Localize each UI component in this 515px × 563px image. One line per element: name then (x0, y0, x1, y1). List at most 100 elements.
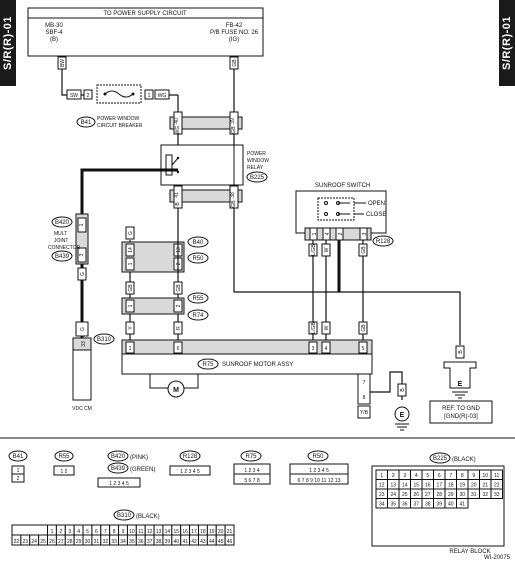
svg-text:2: 2 (176, 304, 182, 307)
svg-text:1: 1 (128, 262, 134, 265)
breaker-label-1: POWER WINDOW (97, 116, 139, 122)
svg-text:B439: B439 (111, 466, 126, 472)
b310-pin-label: 38 (156, 539, 162, 545)
b225-pin-label: 1 (380, 473, 383, 479)
b310-pin-label: 39 (165, 539, 171, 545)
svg-text:GB: GB (231, 200, 237, 208)
b310-pin-label: 45 (218, 539, 224, 545)
breaker-id: B41 (81, 120, 92, 126)
drawing-number: WI-20075 (484, 555, 511, 561)
b225-pin-label: 10 (482, 473, 488, 479)
svg-text:1 2 3 4 5: 1 2 3 4 5 (109, 481, 129, 487)
b225-pin-label: 23 (379, 492, 385, 498)
b310-pin-label: 13 (156, 529, 162, 535)
svg-text:L/GB: L/GB (311, 322, 317, 334)
switch-id: R128 (376, 239, 391, 245)
relay-id: B225 (250, 175, 265, 181)
svg-text:4: 4 (325, 232, 331, 235)
b225-pin-label: 21 (482, 483, 488, 489)
power-window-relay: POWER WINDOW RELAY B225 (160, 144, 269, 186)
b225-pin-label: 36 (402, 502, 408, 508)
b310-pin-label: 14 (165, 529, 171, 535)
b310-pin-label: 21 (227, 529, 233, 535)
b225-pin-label: 11 (494, 473, 499, 479)
b225-pin-label: 14 (402, 483, 408, 489)
svg-text:B420: B420 (111, 454, 126, 460)
svg-text:GB: GB (361, 246, 367, 254)
b310-pin-label: 23 (23, 539, 29, 545)
svg-text:33: 33 (81, 341, 87, 347)
b310-pin-label: 22 (14, 539, 20, 545)
svg-text:40: 40 (174, 118, 180, 124)
svg-text:1 2 3 4 5: 1 2 3 4 5 (180, 469, 200, 475)
svg-text:5 6 7 8: 5 6 7 8 (244, 478, 260, 484)
b225-pin-label: 37 (413, 502, 419, 508)
b225-pin-label: 34 (379, 502, 385, 508)
b225-pin-label: 3 (403, 473, 406, 479)
supply-right-2: P/B FUSE NO. 26 (210, 30, 259, 36)
b310-pin-label: 11 (138, 529, 143, 535)
svg-text:MULT: MULT (54, 231, 67, 237)
b225-pin-label: 5 (426, 473, 429, 479)
joint-connector: 1 3 B420 MULT JOINT CONNECTOR B439 G (48, 168, 178, 345)
b310-pin-label: 9 (122, 529, 125, 535)
svg-text:JOINT: JOINT (54, 238, 68, 244)
connector-b40-r50: G 14 13 1 2 B40 R50 (121, 226, 209, 345)
b225-pin-label: 33 (494, 492, 500, 498)
b310-pin-label: 41 (182, 539, 188, 545)
svg-text:B40: B40 (193, 240, 204, 246)
b225-pin-label: 32 (482, 492, 488, 498)
b310-pin-label: 36 (138, 539, 144, 545)
svg-text:G: G (128, 231, 134, 235)
b310-pin-label: 24 (31, 539, 37, 545)
b310-pin-cell (224, 534, 235, 546)
b225-pin-label: 7 (449, 473, 452, 479)
b225-pin-label: 41 (459, 502, 465, 508)
relay-block-label: RELAY BLOCK (449, 549, 490, 555)
svg-text:B439: B439 (55, 254, 70, 260)
supply-left-3: (B) (50, 37, 58, 43)
power-supply-box: TO POWER SUPPLY CIRCUIT MB-30 SBF-4 (B) … (27, 7, 264, 57)
b225-pin-label: 16 (425, 483, 431, 489)
svg-text:R55: R55 (58, 454, 70, 460)
supply-left-2: SBF-4 (45, 30, 63, 36)
svg-text:BW: BW (60, 59, 66, 67)
wire-bw: BW (57, 56, 85, 96)
b310-connector: G 33 B310 VDC CM (72, 321, 115, 412)
svg-text:WG: WG (158, 93, 167, 99)
svg-text:R128: R128 (183, 454, 198, 460)
svg-text:G: G (80, 327, 86, 331)
b310-pin-label: 19 (209, 529, 215, 535)
b225-pin-label: 22 (494, 483, 500, 489)
ground-right: B E REF. TO GND [GND(R)-03] (429, 345, 493, 424)
svg-text:B310: B310 (97, 337, 112, 343)
b310-pin-label: 20 (218, 529, 224, 535)
svg-text:1: 1 (128, 304, 134, 307)
supply-title: TO POWER SUPPLY CIRCUIT (103, 11, 187, 17)
svg-text:G: G (80, 272, 86, 276)
b310-pin-label: 16 (182, 529, 188, 535)
b310-pin-label: 32 (102, 539, 108, 545)
svg-text:(BLACK): (BLACK) (452, 457, 476, 463)
b310-pin-label: 46 (227, 539, 233, 545)
b225-pin-cell (456, 498, 469, 509)
svg-text:2: 2 (17, 476, 20, 482)
b310-pin-label: 34 (120, 539, 126, 545)
b225-pin-label: 24 (390, 492, 396, 498)
svg-text:1 2 3 4: 1 2 3 4 (244, 468, 260, 474)
svg-text:R74: R74 (192, 313, 204, 319)
b310-pin-label: 27 (58, 539, 64, 545)
svg-text:GB: GB (128, 284, 134, 292)
b310-pin-label: 37 (147, 539, 153, 545)
svg-text:2: 2 (87, 93, 90, 99)
svg-text:SUNROOF SWITCH: SUNROOF SWITCH (315, 183, 370, 189)
sunroof-motor: 1 6 3 4 5 R75 SUNROOF MOTOR ASSY M 7 8 B… (121, 339, 410, 431)
b225-pin-label: 2 (392, 473, 395, 479)
svg-text:(PINK): (PINK) (130, 455, 148, 461)
svg-text:CONNECTOR: CONNECTOR (48, 245, 81, 251)
svg-text:L/GB: L/GB (311, 244, 317, 256)
svg-text:OPEN: OPEN (368, 201, 385, 207)
